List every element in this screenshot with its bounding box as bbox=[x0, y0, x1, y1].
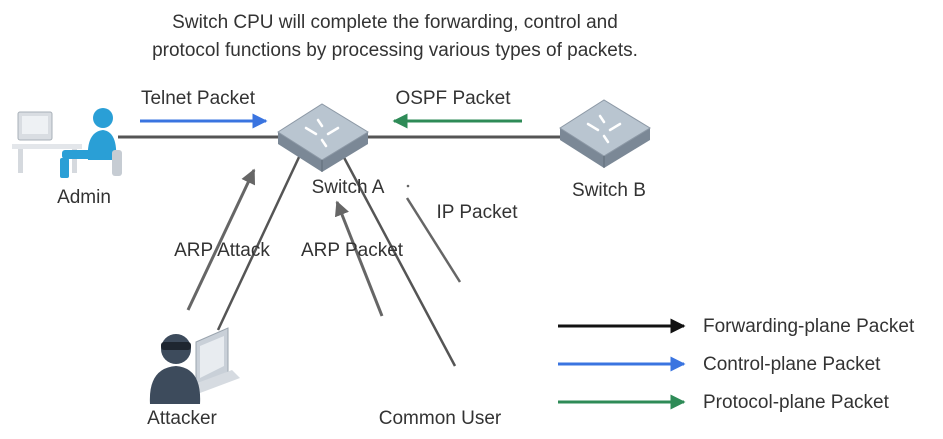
admin-label: Admin bbox=[57, 187, 111, 208]
admin-workstation-icon bbox=[12, 108, 122, 178]
link-user-switch-a bbox=[338, 149, 457, 367]
switch-b-label: Switch B bbox=[572, 180, 646, 201]
legend-control-label: Control-plane Packet bbox=[703, 354, 881, 375]
ospf-packet-label: OSPF Packet bbox=[395, 88, 511, 109]
attacker-icon bbox=[149, 327, 240, 404]
legend-forwarding-label: Forwarding-plane Packet bbox=[703, 316, 915, 337]
arp-packet-arrow bbox=[334, 200, 384, 317]
caption-line-2: protocol functions by processing various… bbox=[152, 40, 638, 61]
ip-packet-dot bbox=[406, 184, 410, 188]
switch-b-icon bbox=[559, 99, 651, 168]
switch-a-icon bbox=[277, 103, 369, 172]
link-attacker-switch-a bbox=[216, 154, 302, 331]
switch-a-label: Switch A bbox=[312, 177, 385, 198]
arp-attack-arrow bbox=[186, 168, 256, 311]
arp-attack-label: ARP Attack bbox=[174, 240, 270, 261]
common-user-label: Common User bbox=[379, 408, 502, 429]
ip-packet-line bbox=[405, 197, 462, 283]
telnet-packet-label: Telnet Packet bbox=[141, 88, 256, 109]
caption-line-1: Switch CPU will complete the forwarding,… bbox=[172, 12, 618, 33]
legend-protocol-label: Protocol-plane Packet bbox=[703, 392, 890, 413]
arp-packet-label: ARP Packet bbox=[301, 240, 404, 261]
ip-packet-label: IP Packet bbox=[437, 202, 519, 223]
attacker-label: Attacker bbox=[147, 408, 217, 429]
legend: Forwarding-plane Packet Control-plane Pa… bbox=[558, 316, 915, 413]
